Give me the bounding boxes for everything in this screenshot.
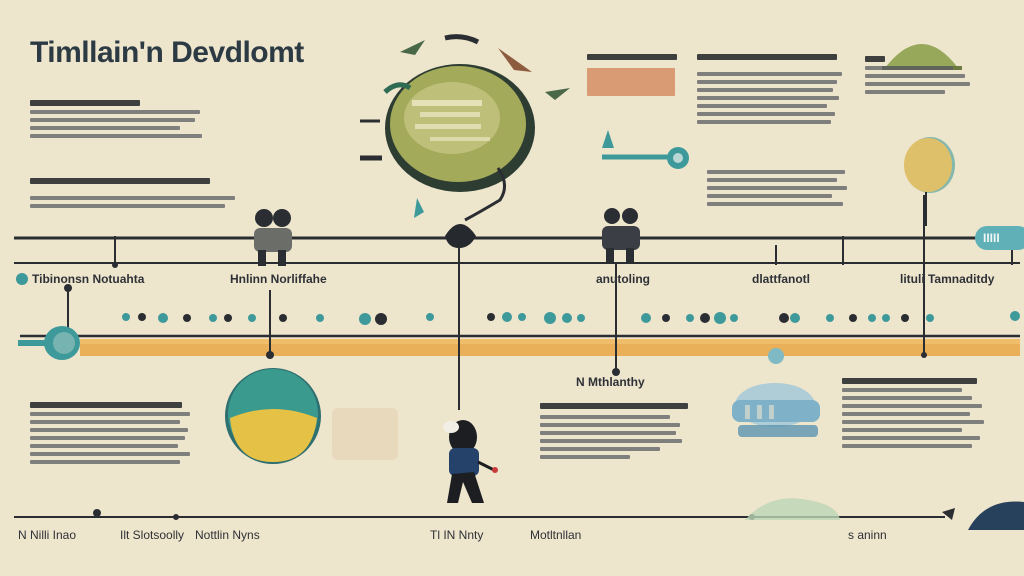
cloud-icon: [732, 383, 820, 437]
label-bottom-4: Tl IN Nnty: [430, 528, 484, 542]
timeline-connectors: [67, 195, 1013, 410]
page-title: Timllain'n Devdlomt: [30, 36, 304, 69]
orange-band: [80, 339, 1020, 356]
thinking-figure-icon: [443, 420, 498, 503]
text-block-bottom-left: [30, 402, 192, 468]
label-bottom-5: Motltnllan: [530, 528, 582, 542]
bottom-right-shapes: [745, 498, 1024, 530]
magnifier-icon: [18, 130, 689, 360]
label-center-date: anutoling: [596, 272, 650, 286]
label-left-mid: Hnlinn Norliffahe: [230, 272, 327, 286]
label-right-a: dlattfanotl: [752, 272, 810, 286]
lightbulb-icon: [360, 34, 570, 248]
leaf-icon: [882, 44, 962, 226]
timeline-dots: [16, 262, 1020, 520]
label-right-b: lituli Tamnaditdy: [900, 272, 995, 286]
label-center-low: N Mthlanthy: [576, 375, 645, 389]
label-bottom-2: Ilt Slotsoolly: [120, 528, 185, 542]
right-badge: [975, 226, 1024, 250]
label-bottom-6: s aninn: [848, 528, 887, 542]
people-icon: [254, 208, 640, 266]
text-block-mid-left: [30, 178, 240, 212]
text-block-far-right: [865, 56, 975, 98]
label-left-top: Tibinonsn Notuahta: [32, 272, 145, 286]
badge-right-text: IIIII: [983, 231, 1000, 245]
text-block-bottom-right: [842, 378, 987, 452]
sphere-icon: [225, 368, 321, 464]
text-block-top-right: [697, 54, 847, 128]
text-block-right-mid: [707, 170, 849, 210]
faded-block: [332, 408, 398, 460]
text-block-orange-card: [587, 54, 679, 100]
label-bottom-1: N Nilli Inao: [18, 528, 77, 542]
label-bottom-3: Nottlin Nyns: [195, 528, 260, 542]
text-block-top-left: [30, 100, 205, 142]
text-block-center-right: [540, 403, 692, 463]
